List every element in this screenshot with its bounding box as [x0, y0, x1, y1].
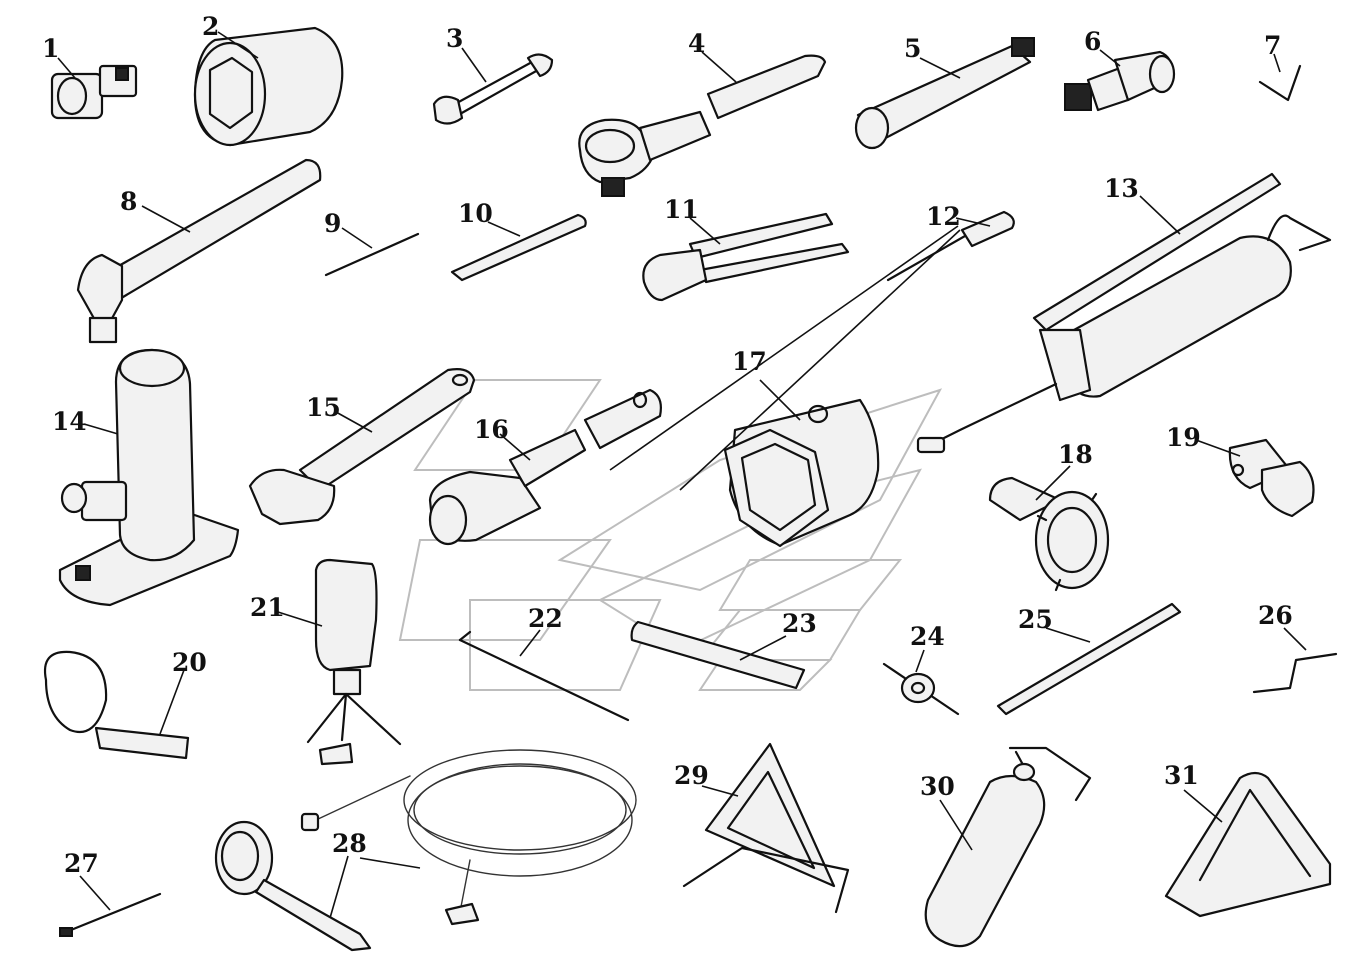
callout-24: 24 [910, 622, 945, 651]
callout-20: 20 [172, 648, 207, 677]
callout-25: 25 [1018, 605, 1053, 634]
callout-23: 23 [782, 609, 817, 638]
callout-29: 29 [674, 761, 709, 790]
callout-8: 8 [120, 187, 137, 216]
wheel-nut-socket-tool [428, 388, 662, 546]
callout-30: 30 [920, 772, 955, 801]
work-lamp-tool [306, 558, 402, 766]
callout-14: 14 [52, 407, 87, 436]
callout-13: 13 [1104, 174, 1139, 203]
punch-tool [324, 232, 420, 277]
tyre-inflator-hose-tool [214, 749, 637, 952]
callout-21: 21 [250, 593, 285, 622]
strap-wrench-tool [43, 650, 190, 760]
callout-27: 27 [64, 849, 99, 878]
callout-15: 15 [306, 393, 341, 422]
callout-9: 9 [324, 209, 341, 238]
socket-adapter-tool [50, 64, 138, 120]
screwdriver-tool [886, 210, 1015, 282]
callout-1: 1 [42, 34, 59, 63]
fire-extinguisher-tool [924, 746, 1092, 948]
ratchet-extension-tool [578, 54, 827, 197]
crank-handle-tool [1252, 652, 1338, 694]
callout-17: 17 [732, 347, 767, 376]
open-end-wrench-tool [432, 53, 554, 125]
grease-gun-tool [916, 172, 1332, 454]
callout-10: 10 [458, 199, 493, 228]
callout-6: 6 [1084, 27, 1101, 56]
callout-3: 3 [446, 24, 463, 53]
bottle-jack-tool [58, 348, 240, 607]
leader-lines [57, 31, 1307, 919]
bearing-nut-wrench-tool [988, 476, 1110, 592]
hammer-tool [76, 158, 322, 344]
callout-7: 7 [1264, 31, 1281, 60]
callout-12: 12 [926, 202, 961, 231]
tyre-lever-tool [458, 630, 630, 722]
chisel-tool [450, 213, 587, 282]
socket-extension-bar-tool [854, 37, 1035, 150]
deep-socket-tool [1228, 438, 1315, 518]
callout-11: 11 [664, 195, 699, 224]
callout-18: 18 [1058, 440, 1093, 469]
adjustable-wrench-tool [248, 368, 476, 526]
callout-labels: 1 2 3 4 5 6 7 8 9 10 11 12 13 14 15 16 1… [42, 12, 1293, 878]
callout-26: 26 [1258, 601, 1293, 630]
callout-31: 31 [1164, 761, 1199, 790]
tube-bar-tool [630, 620, 806, 690]
callout-28: 28 [332, 829, 367, 858]
callout-22: 22 [528, 604, 563, 633]
universal-joint-tool [1064, 50, 1176, 112]
callout-4: 4 [688, 29, 705, 58]
callout-16: 16 [474, 415, 509, 444]
hub-nut-socket-tool [723, 398, 880, 548]
callout-19: 19 [1166, 423, 1201, 452]
water-pump-pliers-tool [642, 212, 850, 302]
hex-key-tool [1258, 64, 1302, 102]
callout-5: 5 [904, 34, 921, 63]
valve-core-tool [882, 662, 960, 716]
wheel-chock-tool [1164, 771, 1332, 918]
large-socket-tool [193, 26, 344, 147]
tommy-bar-tool [996, 602, 1182, 716]
valve-extension-tool [59, 892, 162, 937]
warning-triangle-tool [682, 742, 850, 914]
callout-2: 2 [202, 12, 219, 41]
